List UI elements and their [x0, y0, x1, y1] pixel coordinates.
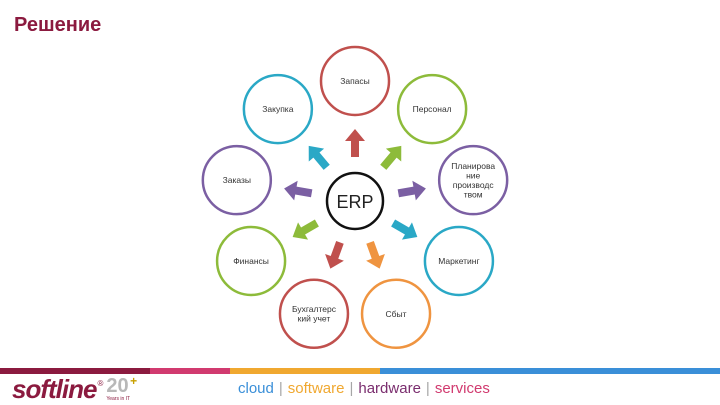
logo-subtitle: Years in IT: [106, 396, 131, 402]
node-zakazy: Заказы: [201, 144, 273, 216]
node-circle: [215, 225, 287, 297]
tagline-word-hardware: hardware: [358, 380, 421, 397]
band-segment: [380, 368, 550, 374]
softline-logo: softline ® 20 Years in IT +: [12, 374, 138, 404]
erp-diagram: ЗапасыПерсоналПланированиепроизводствомМ…: [201, 45, 509, 350]
tagline-separator: |: [278, 380, 283, 397]
arrow-to-marketing: [391, 219, 418, 240]
arrow-to-buhgalter: [325, 240, 344, 269]
node-circle: [319, 45, 391, 117]
slide-title: Решение: [14, 14, 102, 36]
erp-center: ERP: [325, 171, 385, 231]
arrow-to-zapasy: [345, 129, 365, 157]
node-sbyt: Сбыт: [360, 278, 432, 350]
node-circle: [396, 73, 468, 145]
logo-plus: +: [130, 374, 138, 388]
node-label: Планирова: [451, 161, 495, 171]
node-circle: [242, 73, 314, 145]
tagline-separator: |: [425, 380, 430, 397]
node-label: Закупка: [262, 104, 293, 114]
arrow-to-zakazy: [284, 180, 313, 201]
arrow-to-planirovanie: [397, 180, 426, 201]
node-finansy: Финансы: [215, 225, 287, 297]
band-segment: [0, 368, 150, 374]
band-segment: [150, 368, 230, 374]
node-label: Сбыт: [386, 309, 407, 319]
node-label: Бухгалтерс: [292, 304, 337, 314]
node-label: производс: [453, 180, 495, 190]
tagline-word-software: software: [287, 380, 345, 397]
tagline-separator: |: [349, 380, 354, 397]
node-personal: Персонал: [396, 73, 468, 145]
logo-wordmark: softline: [12, 374, 97, 404]
node-label: Персонал: [413, 104, 452, 114]
arrow-to-sbyt: [366, 240, 385, 269]
node-circle: [201, 144, 273, 216]
node-label: кий учет: [298, 314, 331, 324]
node-circle: [423, 225, 495, 297]
node-label: твом: [464, 189, 483, 199]
node-label: Запасы: [340, 76, 370, 86]
erp-center-label: ERP: [336, 192, 373, 212]
node-label: Маркетинг: [438, 256, 479, 266]
node-marketing: Маркетинг: [423, 225, 495, 297]
node-circle: [437, 144, 509, 216]
arrow-to-finansy: [292, 219, 319, 240]
node-zakupka: Закупка: [242, 73, 314, 145]
tagline-word-cloud: cloud: [238, 380, 274, 397]
arrow-to-personal: [380, 145, 402, 170]
logo-anniversary: 20 Years in IT: [106, 375, 130, 402]
node-label: Заказы: [223, 175, 251, 185]
footer-color-band: [0, 368, 720, 374]
arrow-to-zakupka: [308, 145, 330, 170]
node-circle: [278, 278, 350, 350]
band-segment: [550, 368, 720, 374]
node-circle: [360, 278, 432, 350]
logo-number: 20: [106, 375, 129, 397]
logo-registered-mark: ®: [97, 379, 104, 388]
footer-tagline: cloud|software|hardware|services: [238, 380, 490, 397]
node-label: ние: [466, 170, 480, 180]
tagline-word-services: services: [434, 380, 490, 397]
band-segment: [230, 368, 380, 374]
node-label: Финансы: [233, 256, 269, 266]
node-zapasy: Запасы: [319, 45, 391, 117]
